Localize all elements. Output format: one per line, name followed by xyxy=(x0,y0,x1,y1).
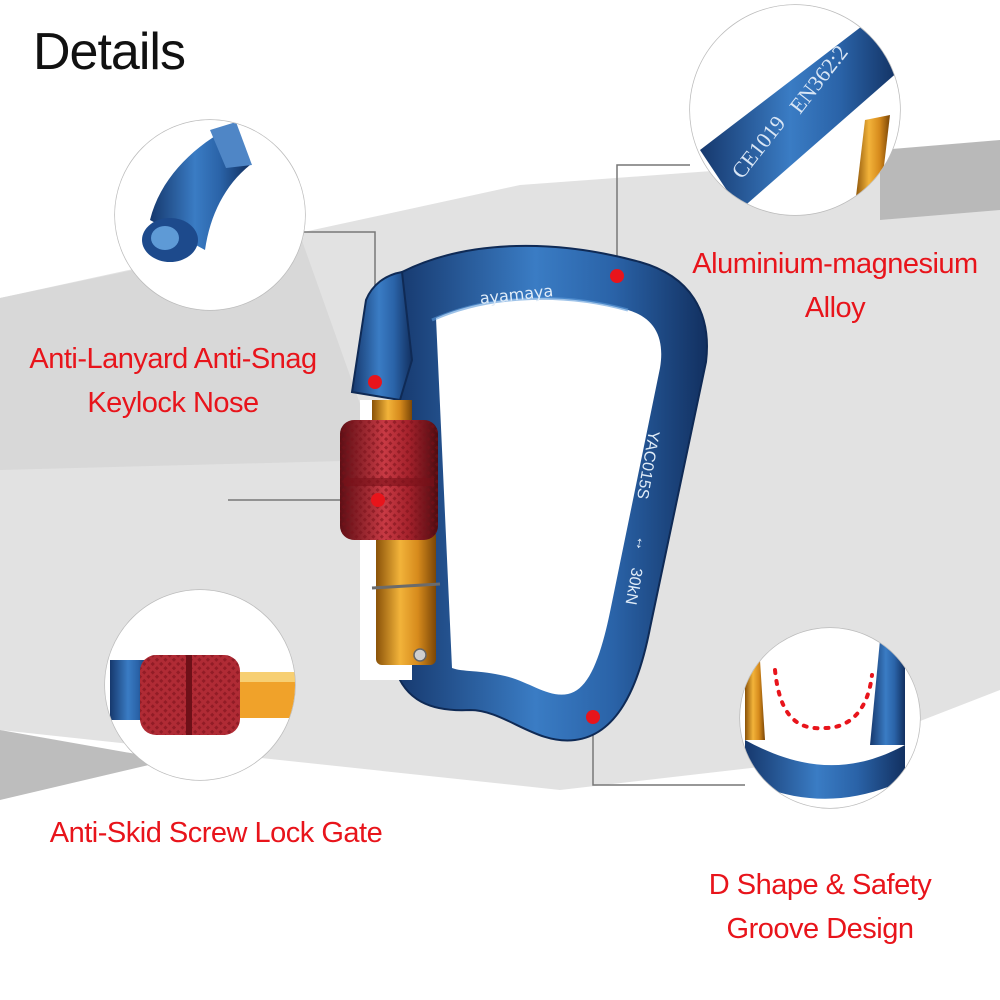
strength-engraving: 30kN xyxy=(622,566,645,606)
groove-dot xyxy=(586,710,600,724)
zoom-circle-nose xyxy=(114,119,306,311)
callout-alloy-line2: Alloy xyxy=(804,292,866,324)
alloy-dot xyxy=(610,269,624,283)
callout-alloy: Aluminium-magnesium Alloy xyxy=(680,242,990,330)
callout-nose: Anti-Lanyard Anti-Snag Keylock Nose xyxy=(18,337,328,425)
callout-alloy-line1: Aluminium-magnesium xyxy=(692,248,978,280)
gate-dot xyxy=(371,493,385,507)
arrow-engraving: ↔ xyxy=(631,534,651,553)
zoom-circle-groove xyxy=(739,627,921,809)
callout-groove-line2: Groove Design xyxy=(726,913,914,945)
callout-gate-line1: Anti-Skid Screw Lock Gate xyxy=(49,817,383,849)
screw-lock-sleeve xyxy=(340,420,438,540)
page-title: Details xyxy=(33,23,186,81)
callout-groove-line1: D Shape & Safety xyxy=(708,869,932,901)
callout-gate: Anti-Skid Screw Lock Gate xyxy=(36,811,396,855)
nose-dot xyxy=(368,375,382,389)
callout-nose-line2: Keylock Nose xyxy=(87,387,259,419)
callout-dots xyxy=(368,269,624,724)
zoom-circle-alloy: CE1019 EN362:2 xyxy=(689,4,901,216)
callout-nose-line1: Anti-Lanyard Anti-Snag xyxy=(29,343,317,375)
callout-groove: D Shape & Safety Groove Design xyxy=(680,863,960,951)
zoom-circle-gate xyxy=(104,589,296,781)
carabiner xyxy=(340,244,708,742)
